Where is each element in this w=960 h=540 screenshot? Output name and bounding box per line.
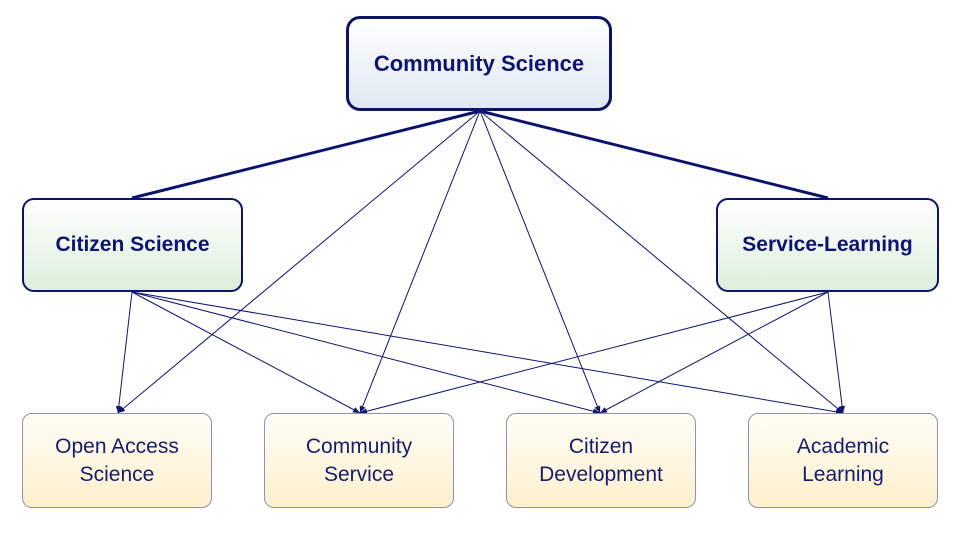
node-label: Academic Learning: [797, 433, 889, 489]
node-label: Open Access Science: [55, 433, 179, 489]
node-community-service: Community Service: [264, 413, 454, 508]
node-label: Citizen Development: [539, 433, 663, 489]
node-label-line: Science: [79, 462, 155, 486]
edge-service-learning-to-community-service: [359, 291, 829, 415]
node-label-line: Academic: [796, 434, 890, 458]
node-label-line: Open Access: [55, 434, 179, 458]
edge-community-science-to-community-service: [359, 110, 481, 414]
node-citizen-development: Citizen Development: [506, 413, 696, 508]
node-academic-learning: Academic Learning: [748, 413, 938, 508]
edge-service-learning-to-academic-learning: [827, 291, 846, 414]
node-community-science: Community Science: [346, 16, 612, 111]
edge-service-learning-to-citizen-development: [599, 291, 829, 414]
edge-community-science-to-academic-learning: [479, 110, 844, 414]
node-label-line: Service: [323, 462, 394, 486]
node-label: Citizen Science: [55, 233, 210, 256]
edge-community-science-to-service-learning: [479, 109, 829, 200]
edge-citizen-science-to-citizen-development: [131, 291, 601, 415]
node-label-line: Community: [305, 434, 413, 458]
edge-citizen-science-to-open-access-science: [115, 291, 133, 414]
node-open-access-science: Open Access Science: [22, 413, 212, 508]
node-label-line: Development: [539, 462, 663, 486]
node-service-learning: Service-Learning: [716, 198, 939, 292]
edge-citizen-science-to-community-service: [131, 291, 361, 414]
edge-community-science-to-open-access-science: [117, 110, 481, 414]
edge-citizen-science-to-academic-learning: [131, 291, 844, 415]
node-label-line: Learning: [802, 462, 884, 486]
node-label: Community Science: [373, 50, 585, 76]
edge-community-science-to-citizen-science: [131, 109, 481, 200]
node-label: Service-Learning: [742, 233, 913, 256]
node-label: Community Service: [306, 433, 412, 489]
edge-community-science-to-citizen-development: [479, 110, 601, 414]
node-citizen-science: Citizen Science: [22, 198, 243, 292]
node-label-line: Citizen: [568, 434, 634, 458]
